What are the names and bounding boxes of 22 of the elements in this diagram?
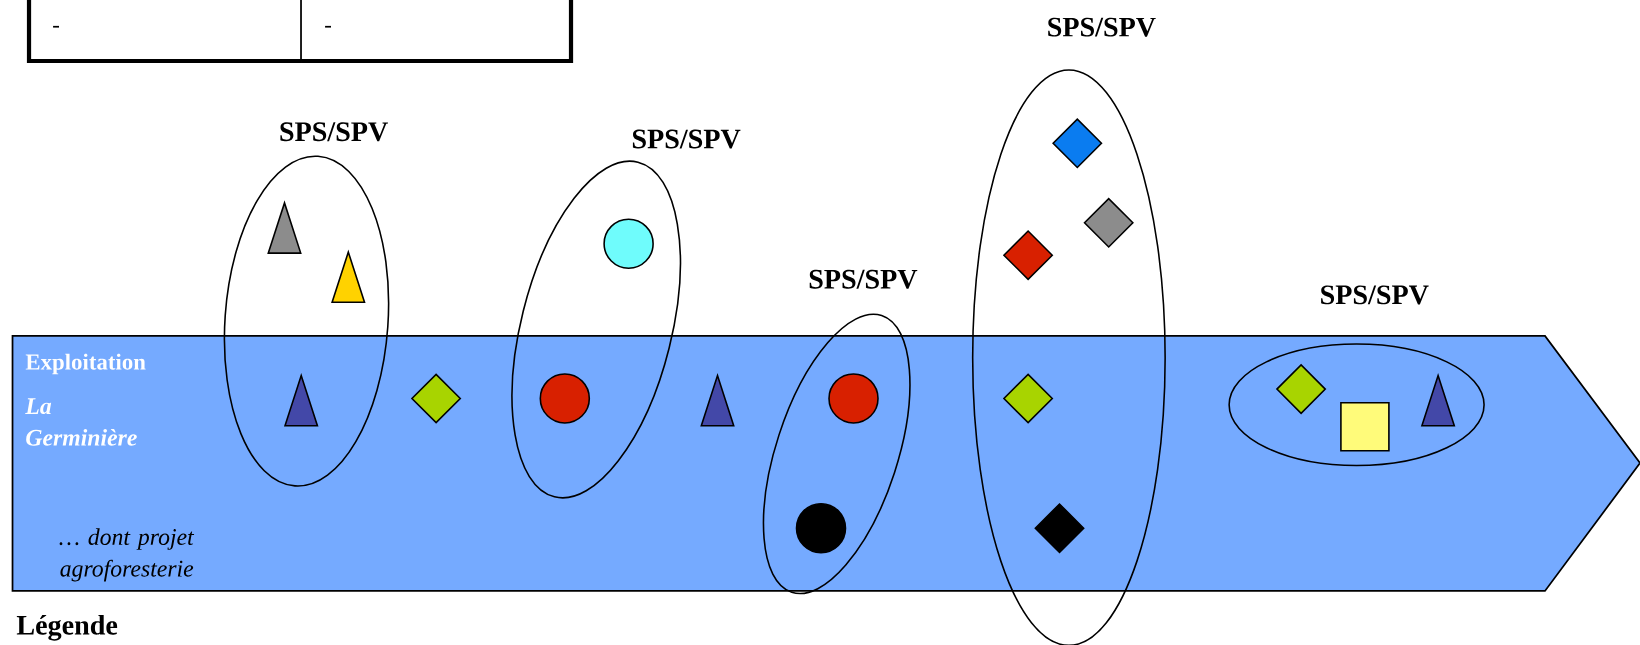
node-label: SPS/SPV (280, 122, 388, 142)
node-label: SPS/SPV (1048, 17, 1156, 37)
circle-symbol (828, 373, 879, 424)
triangle-symbol (331, 249, 366, 304)
table-cell: - (301, 0, 574, 64)
table-cell: - (26, 0, 302, 64)
diamond-symbol (1034, 502, 1085, 554)
diamond-symbol (1052, 118, 1103, 169)
diamond-symbol (410, 373, 462, 424)
circle-symbol (539, 373, 591, 424)
diamond-symbol (1002, 373, 1054, 424)
circle-symbol (603, 218, 654, 269)
node-label: SPS/SPV (1321, 285, 1429, 305)
diamond-symbol (1275, 363, 1327, 415)
node-label: SPS/SPV (809, 269, 918, 289)
node-label: SPS/SPV (632, 129, 741, 149)
triangle-symbol (700, 372, 735, 427)
circle-symbol (795, 502, 847, 554)
diamond-symbol (1002, 229, 1054, 281)
triangle-symbol (267, 200, 302, 254)
legend-heading: Légende (16, 614, 118, 641)
square-symbol (1340, 401, 1390, 452)
